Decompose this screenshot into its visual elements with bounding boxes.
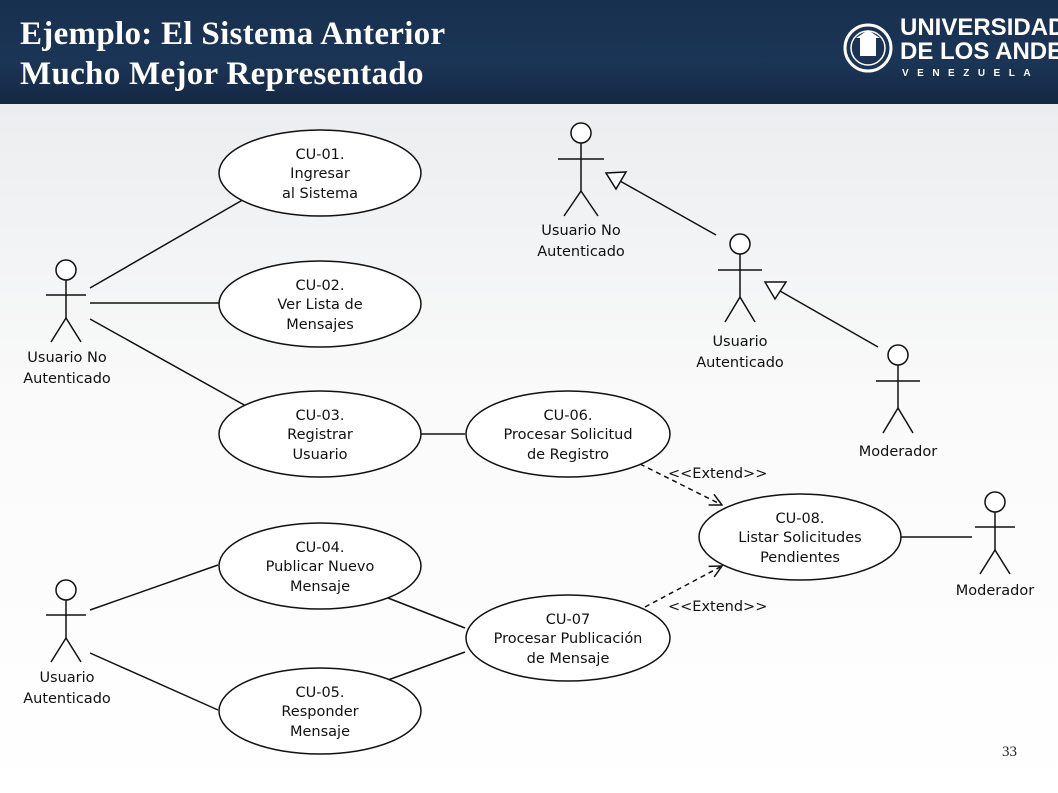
- cu03-label-3: Usuario: [292, 447, 347, 463]
- actor-usuario-no-autenticado-icon: [46, 259, 86, 343]
- generalization-line-1: [619, 180, 717, 236]
- assoc-a1-cu01: [89, 197, 247, 289]
- assoc-a1-cu03: [89, 318, 247, 407]
- hierarchy-h1-label-2: Autenticado: [537, 244, 625, 260]
- actor-usuario-autenticado-icon: [46, 579, 86, 663]
- generalization-arrow-2: [763, 281, 788, 301]
- cu05-label-2: Responder: [281, 704, 358, 720]
- assoc-a2-cu05: [89, 652, 219, 711]
- cu03-label-1: CU-03.: [295, 408, 344, 424]
- use-case-cu01: [218, 129, 422, 217]
- use-case-cu04: [218, 522, 422, 610]
- cu07-label-1: CU-07: [546, 612, 590, 628]
- cu08-label-3: Pendientes: [760, 550, 840, 566]
- cu04-label-3: Mensaje: [290, 579, 350, 595]
- assoc-cu04-cu07: [387, 597, 466, 629]
- cu02-label-2: Ver Lista de: [277, 297, 362, 313]
- hierarchy-h2-label-2: Autenticado: [696, 355, 784, 371]
- use-case-ellipses: [218, 129, 902, 755]
- cu02-label-3: Mensajes: [286, 317, 354, 333]
- extend-label-2: <<Extend>>: [668, 599, 767, 615]
- use-case-cu02: [218, 260, 422, 348]
- cu07-label-3: de Mensaje: [527, 651, 610, 667]
- use-case-cu03: [218, 390, 422, 478]
- slide-title: Ejemplo: El Sistema Anterior Mucho Mejor…: [20, 14, 445, 94]
- extend-arrow-cu06-cu08: [639, 463, 722, 505]
- cu04-label-2: Publicar Nuevo: [266, 559, 375, 575]
- cu05-label-3: Mensaje: [290, 724, 350, 740]
- association-lines: [89, 197, 972, 711]
- cu06-label-1: CU-06.: [543, 408, 592, 424]
- cu03-label-2: Registrar: [287, 427, 353, 443]
- cu08-label-2: Listar Solicitudes: [738, 530, 862, 546]
- use-case-cu05: [218, 667, 422, 755]
- generalization-line-2: [779, 290, 879, 348]
- logo-text-line3: VENEZUELA: [902, 68, 1040, 79]
- use-case-cu08: [698, 493, 902, 581]
- hierarchy-usuario-autenticado-icon: [718, 233, 762, 323]
- cu05-label-1: CU-05.: [295, 685, 344, 701]
- cu02-label-1: CU-02.: [295, 278, 344, 294]
- use-case-cu06: [465, 390, 671, 478]
- actor-a2-label-2: Autenticado: [23, 691, 111, 707]
- hierarchy-h3-label-1: Moderador: [859, 444, 937, 460]
- cu07-label-2: Procesar Publicación: [494, 631, 643, 647]
- cu06-label-2: Procesar Solicitud: [503, 427, 632, 443]
- hierarchy-moderador-icon: [876, 344, 920, 434]
- extend-arrows: [639, 463, 722, 608]
- slide-header: Ejemplo: El Sistema Anterior Mucho Mejor…: [0, 0, 1058, 104]
- use-case-cu07: [465, 594, 671, 682]
- actor-a2-label-1: Usuario: [39, 670, 94, 686]
- actor-a1-label-2: Autenticado: [23, 371, 111, 387]
- use-case-labels: CU-01. Ingresar al Sistema CU-02. Ver Li…: [266, 147, 862, 740]
- logo-text-line2: DE LOS ANDES: [900, 38, 1058, 65]
- cu01-label-1: CU-01.: [295, 147, 344, 163]
- hierarchy-h2-label-1: Usuario: [712, 334, 767, 350]
- assoc-a2-cu04: [89, 564, 219, 611]
- actor-moderador-icon: [975, 491, 1015, 575]
- extend-arrow-cu07-cu08: [644, 566, 722, 608]
- logo-text-line1: UNIVERSIDAD: [900, 14, 1058, 41]
- cu08-label-1: CU-08.: [775, 511, 824, 527]
- cu06-label-3: de Registro: [527, 447, 609, 463]
- cu04-label-1: CU-04.: [295, 540, 344, 556]
- page-number: 33: [1002, 744, 1017, 760]
- hierarchy-usuario-no-autenticado-icon: [558, 122, 604, 217]
- assoc-cu05-cu07: [387, 651, 466, 681]
- cu01-label-3: al Sistema: [282, 186, 358, 202]
- university-logo: UNIVERSIDAD DE LOS ANDES VENEZUELA: [842, 12, 1058, 92]
- hierarchy-h1-label-1: Usuario No: [541, 223, 621, 239]
- generalization-arrow-1: [604, 171, 628, 191]
- actor-a1-label-1: Usuario No: [27, 350, 107, 366]
- actor-labels: Usuario No Autenticado Usuario Autentica…: [23, 223, 1034, 707]
- extend-label-1: <<Extend>>: [668, 466, 767, 482]
- cu01-label-2: Ingresar: [290, 166, 350, 182]
- title-line-1: Ejemplo: El Sistema Anterior: [20, 16, 446, 52]
- generalization-lines: [604, 171, 879, 348]
- university-seal-icon: [843, 23, 893, 73]
- actor-figures: [46, 122, 1015, 663]
- actor-a3-label-1: Moderador: [956, 583, 1034, 599]
- title-line-2: Mucho Mejor Representado: [20, 56, 424, 92]
